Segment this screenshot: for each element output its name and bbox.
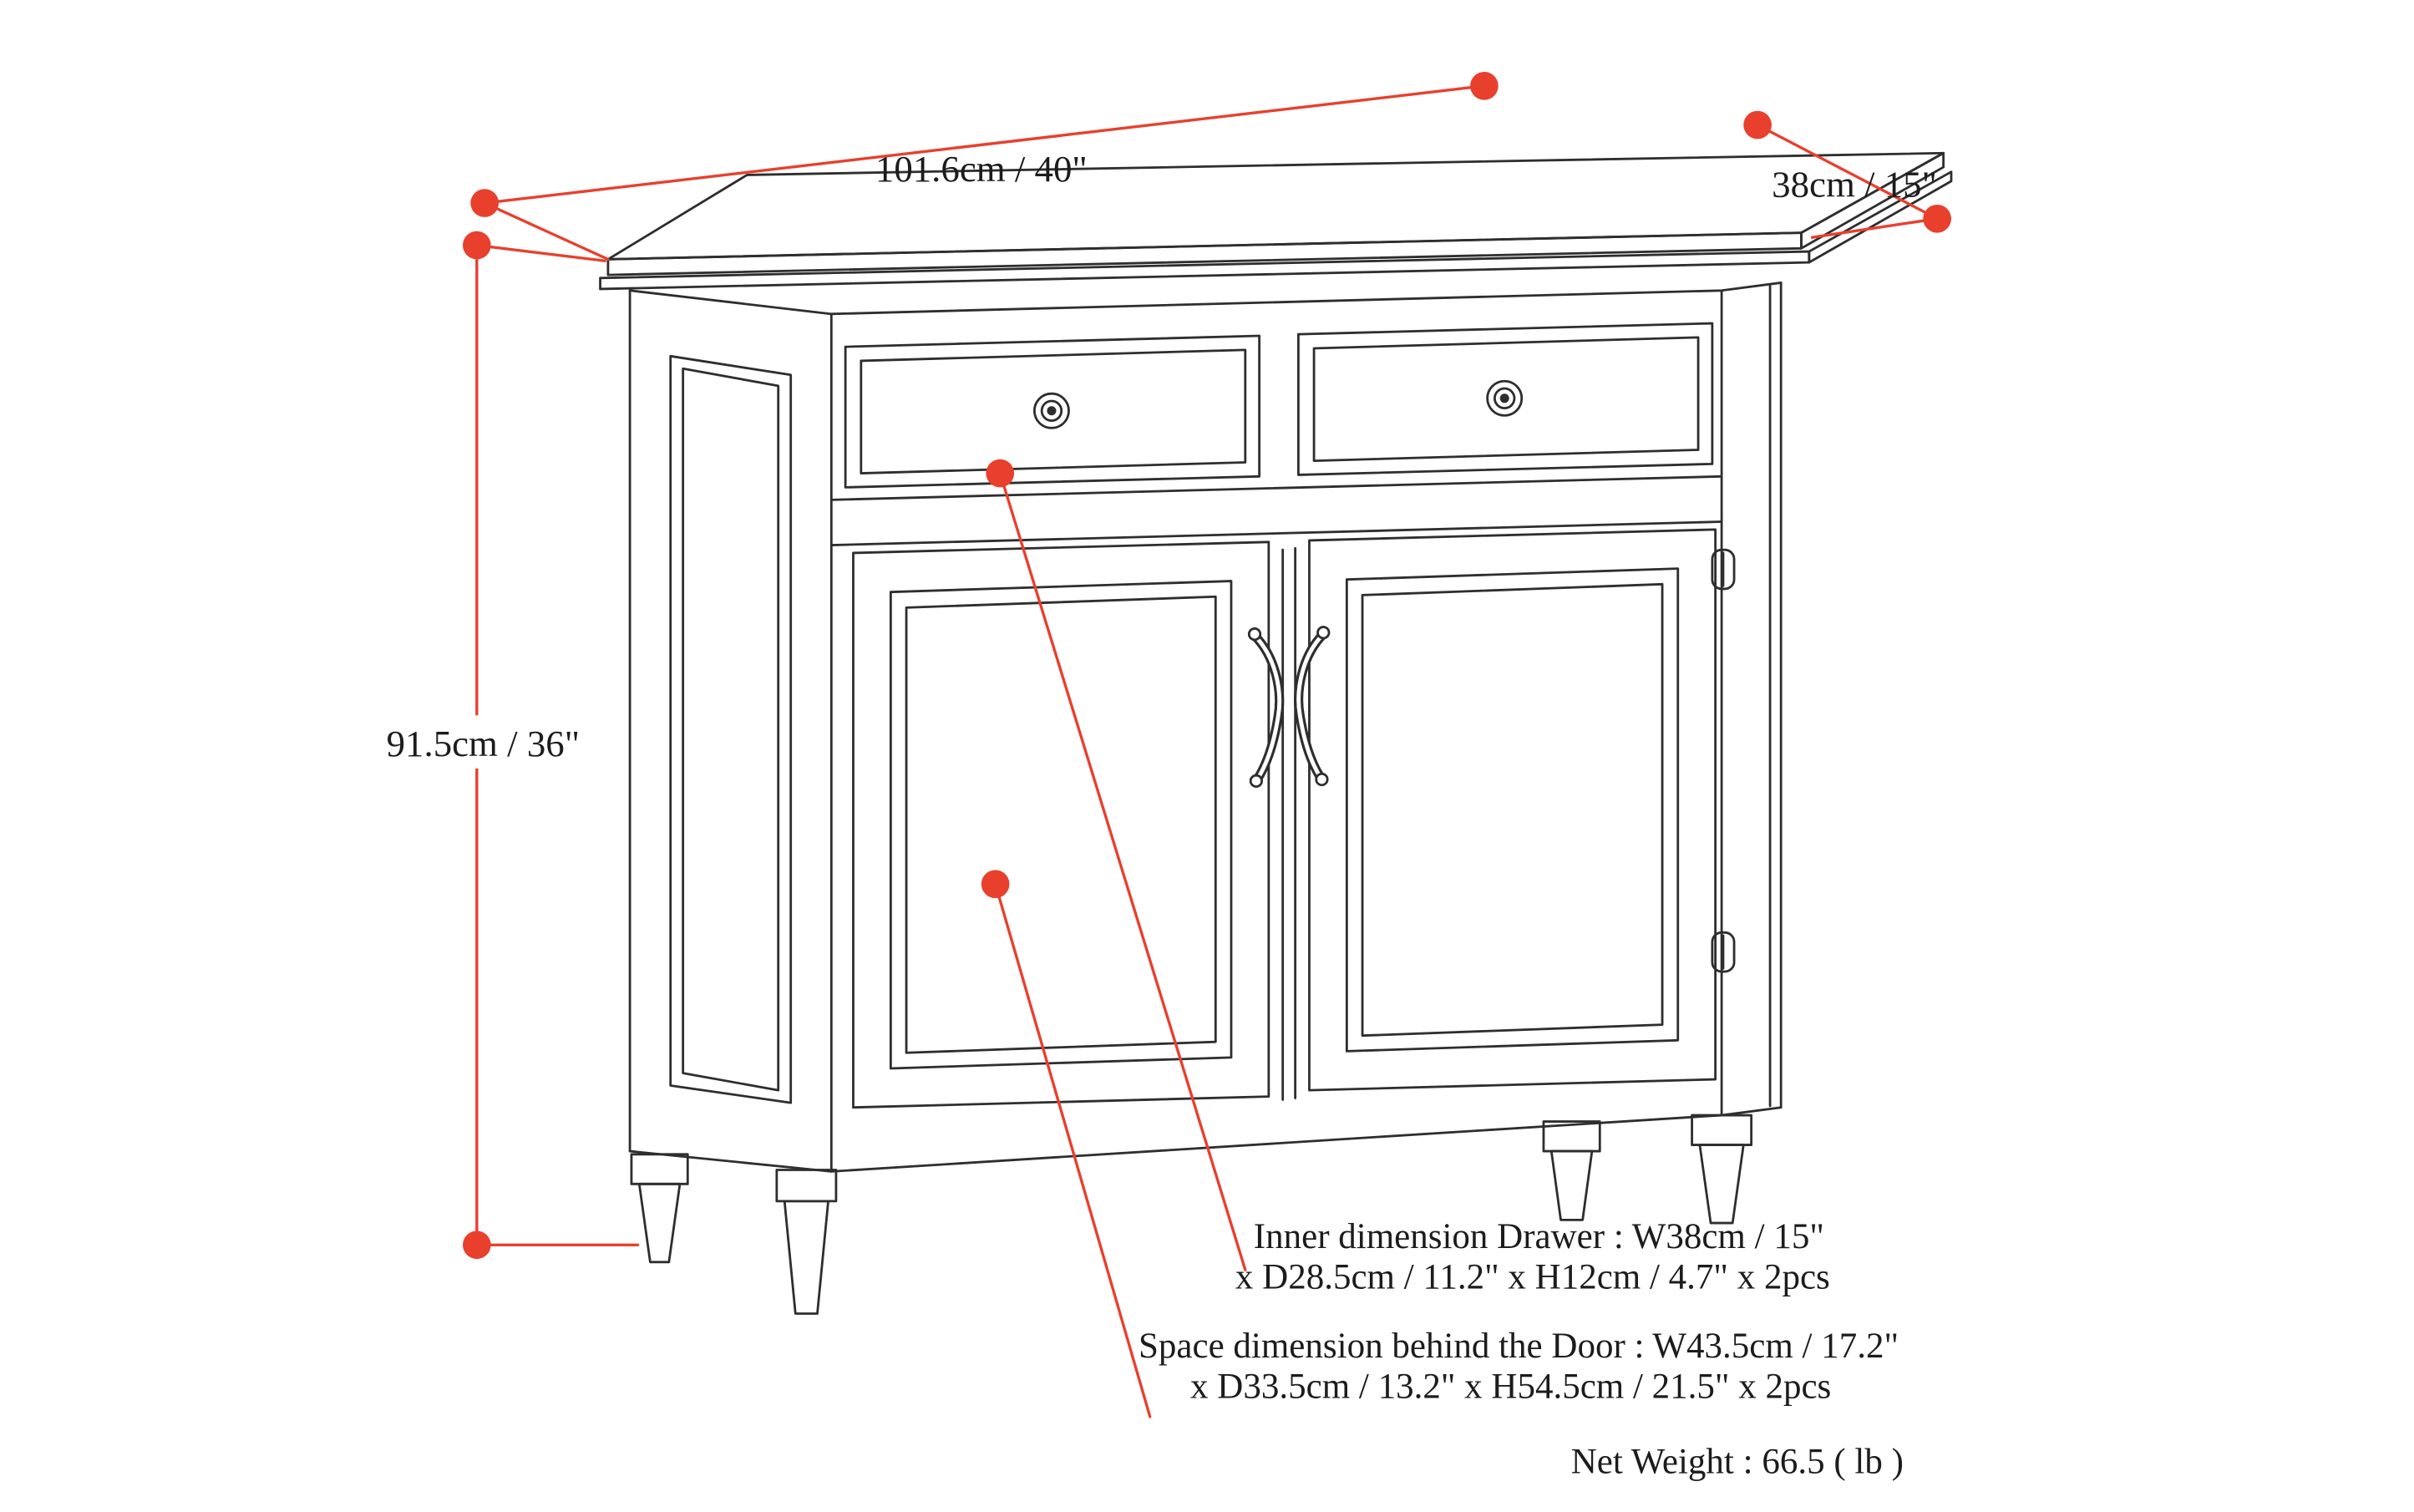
drawer-knob-right-outer bbox=[1486, 379, 1524, 417]
drawer-inner-dimension-line2: x D28.5cm / 11.2" x H12cm / 4.7" x 2pcs bbox=[1235, 1258, 1830, 1297]
leg-front-left-cap bbox=[775, 1169, 838, 1203]
height-dimension-label: 91.5cm / 36" bbox=[387, 723, 580, 764]
dimension-dot-height-bottom bbox=[463, 1230, 491, 1260]
left-side-panel bbox=[669, 354, 793, 1104]
drawer-leader-line bbox=[998, 471, 1247, 1271]
leg-front-left-foot bbox=[783, 1200, 829, 1315]
leg-back-left bbox=[630, 1153, 689, 1264]
carcass-bottom-edge bbox=[628, 1106, 1783, 1173]
door-leader-line bbox=[993, 882, 1152, 1418]
door-left bbox=[852, 540, 1270, 1109]
drawer-knob-right-dot bbox=[1499, 393, 1509, 403]
drawer-knob-left-dot bbox=[1047, 406, 1057, 416]
drawer-right-bevel bbox=[1312, 336, 1700, 463]
door-space-dimension-line1: Space dimension behind the Door : W43.5c… bbox=[1139, 1327, 1899, 1366]
door-handle-right bbox=[1294, 626, 1331, 787]
leg-front-right-foot bbox=[1698, 1144, 1745, 1225]
leg-front-right bbox=[1691, 1114, 1753, 1225]
cabinet-top bbox=[599, 151, 1953, 291]
dimension-endpoint-dots bbox=[463, 72, 1951, 1260]
drawer-inner-dimension-line1: Inner dimension Drawer : W38cm / 15" bbox=[1254, 1217, 1824, 1256]
annotation-labels: Inner dimension Drawer : W38cm / 15" x D… bbox=[1139, 1217, 1904, 1481]
leg-back-left-foot bbox=[637, 1182, 682, 1264]
cabinet-top-right-edge bbox=[1800, 151, 1945, 250]
dimension-overlay bbox=[475, 84, 1939, 1418]
door-handle-right-mount-top bbox=[1316, 626, 1331, 640]
carcass-top-edge bbox=[628, 282, 1783, 316]
door-left-frame bbox=[889, 580, 1233, 1070]
hinge-top-plate bbox=[1711, 548, 1736, 591]
door-handle-left-mount-top bbox=[1247, 627, 1262, 642]
door-handle-left-highlight bbox=[1252, 633, 1282, 784]
leg-front-right-cap bbox=[1691, 1114, 1753, 1146]
left-side-panel-opening bbox=[669, 354, 793, 1104]
depth-dimension-line bbox=[1756, 123, 1939, 221]
hinge-bottom-plate bbox=[1711, 931, 1736, 973]
width-dimension-extension bbox=[483, 201, 610, 261]
dimension-dot-width-right bbox=[1470, 72, 1499, 100]
cabinet-top-front-edge bbox=[606, 231, 1803, 277]
door-left-outer bbox=[852, 540, 1270, 1109]
dimension-dot-width-left bbox=[470, 189, 500, 217]
drawer-knob-left-outer bbox=[1032, 392, 1070, 429]
door-leader-dot bbox=[981, 870, 1010, 899]
drawer-leader-dot bbox=[986, 459, 1015, 488]
leg-back-right-foot bbox=[1549, 1149, 1594, 1221]
drawer-left-bevel bbox=[860, 348, 1247, 474]
rail-above-doors bbox=[829, 520, 1723, 546]
dimension-dot-depth-front bbox=[1923, 204, 1951, 233]
hinge-top bbox=[1711, 548, 1736, 591]
leg-back-left-cap bbox=[630, 1153, 689, 1185]
door-left-panel bbox=[905, 595, 1217, 1054]
depth-dimension-label: 38cm / 15" bbox=[1772, 164, 1937, 205]
leg-back-right bbox=[1542, 1120, 1601, 1221]
width-dimension-line bbox=[483, 84, 1486, 205]
drawer-knob-right-inner bbox=[1494, 387, 1516, 409]
door-handle-right-mount-bottom bbox=[1315, 772, 1329, 787]
width-dimension-label: 101.6cm / 40" bbox=[875, 148, 1088, 190]
height-label-backing bbox=[375, 715, 591, 769]
drawer-left bbox=[844, 334, 1261, 489]
drawer-knob-left-inner bbox=[1040, 399, 1063, 422]
drawer-right bbox=[1296, 322, 1714, 476]
drawer-left-front bbox=[844, 334, 1261, 489]
leg-front-left bbox=[775, 1169, 838, 1315]
cabinet-top-molding-right bbox=[1808, 170, 1953, 264]
door-handle-right-highlight bbox=[1296, 632, 1326, 782]
door-right bbox=[1308, 528, 1717, 1092]
drawer-right-front bbox=[1296, 322, 1714, 476]
net-weight-label: Net Weight : 66.5 ( lb ) bbox=[1571, 1442, 1904, 1481]
left-side-panel-bevel bbox=[682, 367, 780, 1092]
door-right-frame bbox=[1345, 567, 1680, 1053]
door-space-dimension-line2: x D33.5cm / 13.2" x H54.5cm / 21.5" x 2p… bbox=[1190, 1367, 1831, 1407]
depth-dimension-extension bbox=[1810, 217, 1939, 239]
door-handle-left bbox=[1247, 627, 1285, 789]
door-right-outer bbox=[1308, 528, 1717, 1092]
hinge-bottom bbox=[1711, 931, 1736, 973]
door-handle-left-mount-bottom bbox=[1249, 774, 1264, 789]
dimension-labels: 101.6cm / 40" 38cm / 15" 91.5cm / 36" bbox=[387, 148, 1937, 764]
height-dimension-extension-top bbox=[475, 243, 606, 262]
rail-under-drawers bbox=[829, 474, 1723, 501]
cabinet-line-drawing bbox=[599, 151, 1953, 1315]
cabinet-carcass bbox=[628, 282, 1783, 1173]
door-right-panel bbox=[1361, 582, 1664, 1038]
dimension-dot-depth-back bbox=[1743, 110, 1772, 140]
dimension-dot-height-top bbox=[463, 231, 491, 260]
